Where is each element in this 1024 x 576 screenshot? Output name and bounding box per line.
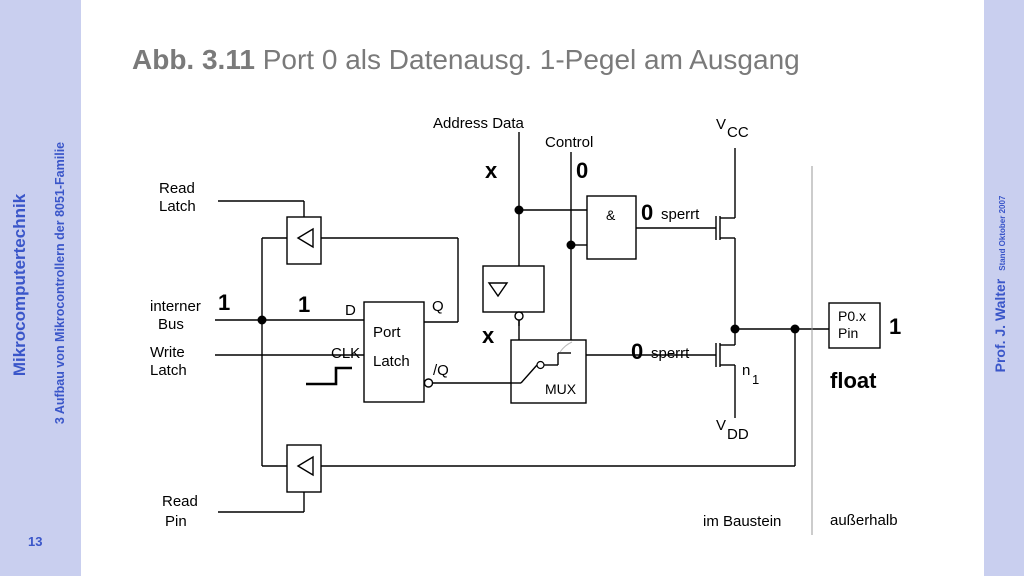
im-baustein-label: im Baustein <box>703 513 781 530</box>
port-latch-box <box>363 301 434 403</box>
float-label: float <box>830 368 877 393</box>
slide-title: Abb. 3.11 Port 0 als Datenausg. 1-Pegel … <box>132 44 800 76</box>
vcc-sub: CC <box>727 124 749 141</box>
latch-label-2: Latch <box>373 353 410 370</box>
and-gate-symbol: & <box>606 207 616 223</box>
pin-label-1: P0.x <box>838 308 866 324</box>
left-sidebar <box>0 0 81 576</box>
junctions <box>257 205 800 334</box>
right-sidebar <box>984 0 1024 576</box>
read-latch-label-2: Latch <box>159 198 196 215</box>
bus-value: 1 <box>218 290 230 315</box>
mux-label: MUX <box>545 381 577 397</box>
read-pin-buffer <box>286 444 322 493</box>
read-pin-label-2: Pin <box>165 513 187 530</box>
mux-output-value: 0 <box>631 339 643 364</box>
and-gate <box>586 195 637 260</box>
page-number: 13 <box>28 534 43 549</box>
sperrt-top-label: sperrt <box>661 206 700 223</box>
pin-box <box>828 302 881 349</box>
ausserhalb-label: außerhalb <box>830 512 898 529</box>
address-data-value: x <box>485 158 498 183</box>
q-output-label: Q <box>432 298 444 315</box>
circuit-wiring <box>215 132 829 513</box>
d-value: 1 <box>298 292 310 317</box>
transistor-n: n <box>742 362 750 379</box>
mux-input-value: x <box>482 323 495 348</box>
control-value: 0 <box>576 158 588 183</box>
sperrt-bottom-label: sperrt <box>651 345 690 362</box>
clk-input-label: CLK <box>331 345 360 362</box>
write-latch-label-1: Write <box>150 344 185 361</box>
control-label: Control <box>545 134 593 151</box>
mux-box <box>510 339 587 404</box>
address-data-buffer <box>482 265 545 321</box>
interner-bus-label-1: interner <box>150 298 201 315</box>
address-data-label: Address Data <box>433 115 525 132</box>
read-latch-label-1: Read <box>159 180 195 197</box>
and-output-value: 0 <box>641 200 653 225</box>
write-latch-label-2: Latch <box>150 362 187 379</box>
nq-output-label: /Q <box>433 362 449 379</box>
d-input-label: D <box>345 302 356 319</box>
vdd-v: V <box>716 417 726 434</box>
read-pin-label-1: Read <box>162 493 198 510</box>
latch-label-1: Port <box>373 324 401 341</box>
vcc-v: V <box>716 116 726 133</box>
figure-caption: Port 0 als Datenausg. 1-Pegel am Ausgang <box>254 44 800 75</box>
pin-value: 1 <box>889 314 901 339</box>
vdd-sub: DD <box>727 426 749 443</box>
transistor-n-sub: 1 <box>752 372 759 387</box>
pin-label-2: Pin <box>838 325 858 341</box>
read-latch-buffer <box>286 216 322 265</box>
figure-number: Abb. 3.11 <box>132 44 255 75</box>
interner-bus-label-2: Bus <box>158 316 184 333</box>
